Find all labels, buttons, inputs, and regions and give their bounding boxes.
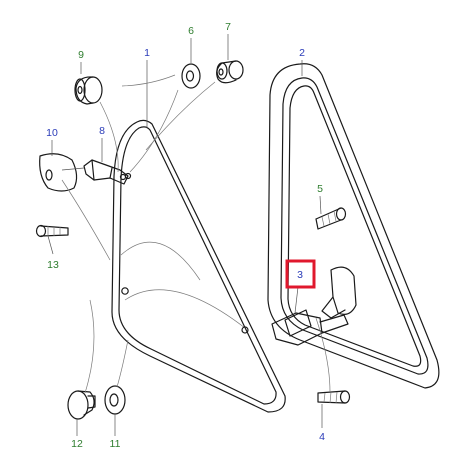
callout-2[interactable]: 2: [299, 47, 305, 59]
callout-13[interactable]: 13: [47, 259, 59, 271]
part-8-bracket[interactable]: [83, 159, 129, 185]
callout-3-highlight-box: [285, 259, 316, 289]
callout-11[interactable]: 11: [110, 438, 121, 450]
part-7-spacer[interactable]: [216, 60, 244, 84]
callout-5[interactable]: 5: [317, 183, 323, 195]
part-4-screw[interactable]: [317, 390, 351, 404]
part-1-trim-panel[interactable]: [111, 119, 286, 413]
part-2-glass-frame[interactable]: [267, 63, 440, 389]
callout-4[interactable]: 4: [319, 431, 325, 443]
part-5-screw[interactable]: [315, 207, 347, 230]
callout-1[interactable]: 1: [144, 47, 150, 59]
callout-6[interactable]: 6: [188, 25, 194, 37]
part-10-cover-cap[interactable]: [39, 153, 78, 192]
callout-10[interactable]: 10: [46, 127, 58, 139]
callout-9[interactable]: 9: [78, 49, 84, 61]
leader-lines: [47, 34, 331, 436]
part-13-screw[interactable]: [35, 224, 69, 238]
callout-8[interactable]: 8: [99, 125, 105, 137]
callout-labels: 9 6 7 1 2 10 8 5 13 3 4 12 11: [46, 21, 325, 450]
callout-7[interactable]: 7: [225, 21, 231, 33]
callout-3[interactable]: 3: [297, 269, 303, 281]
part-6-washer[interactable]: [181, 63, 201, 89]
part-12-button-plug[interactable]: [67, 390, 96, 420]
part-9-grommet[interactable]: [74, 76, 103, 105]
part-11-washer[interactable]: [104, 385, 126, 415]
part-3-catch-assembly[interactable]: [271, 266, 357, 346]
callout-12[interactable]: 12: [71, 438, 83, 450]
